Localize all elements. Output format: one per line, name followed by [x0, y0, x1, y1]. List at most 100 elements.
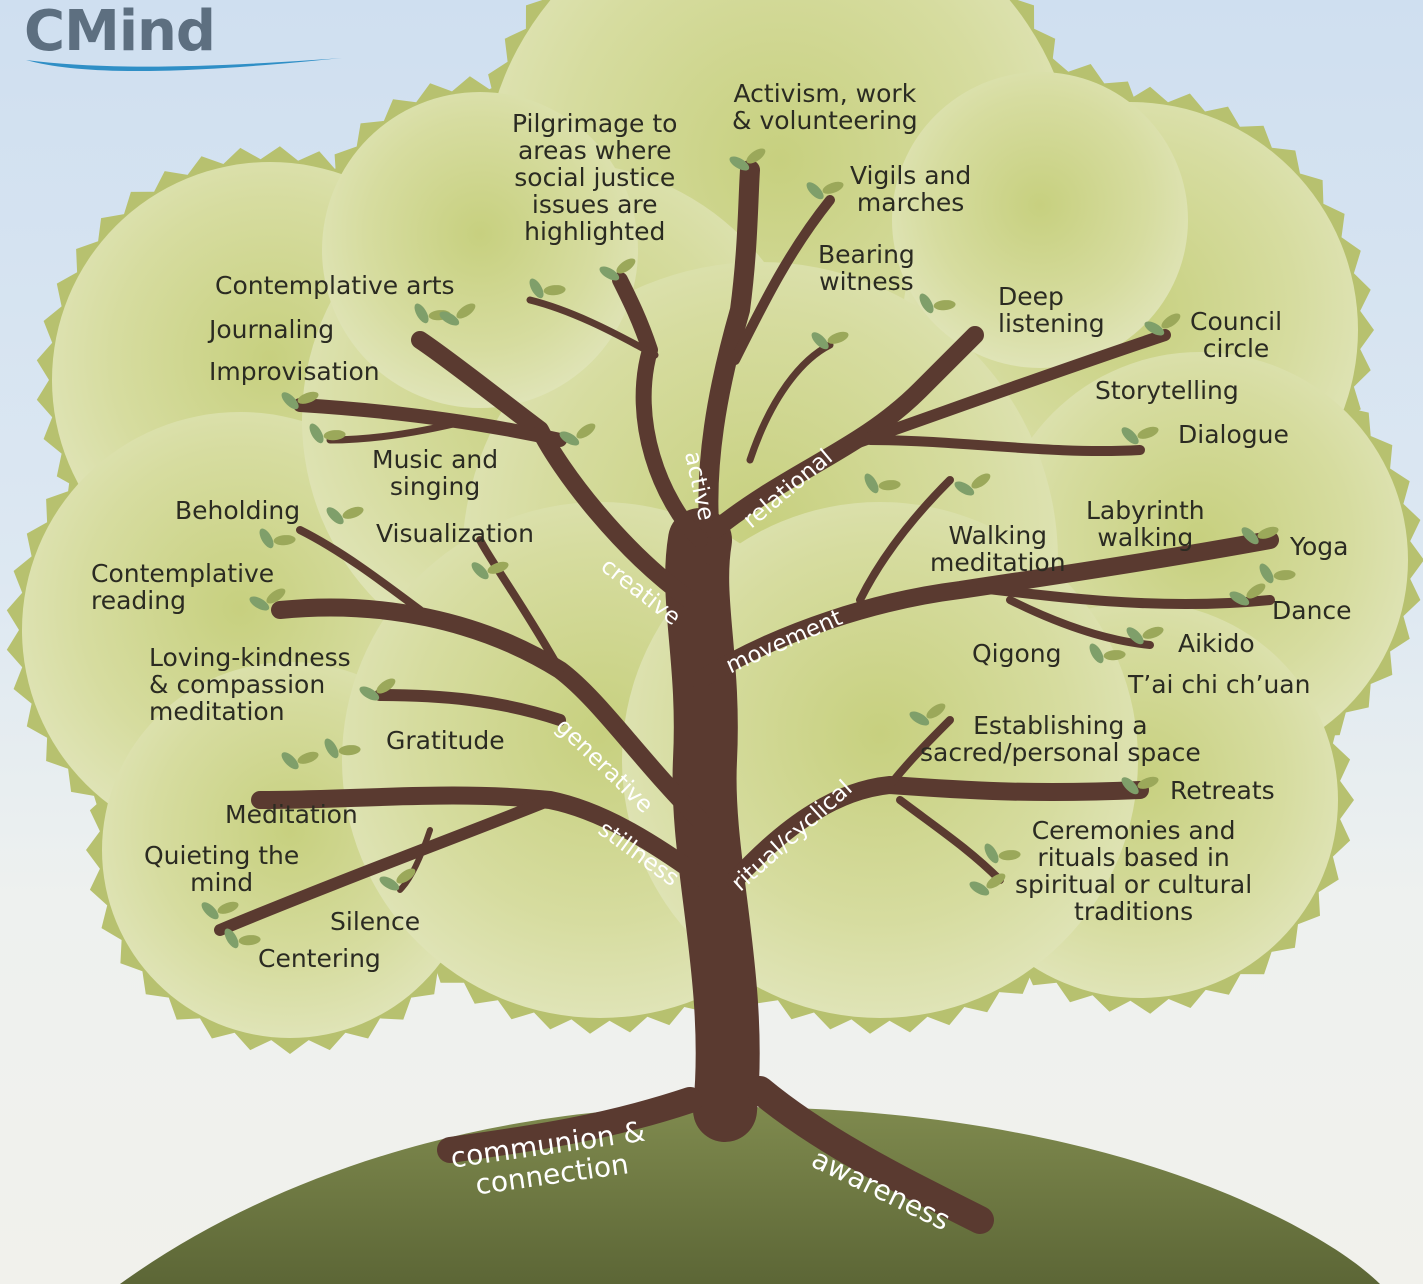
leaf [266, 588, 286, 604]
leaf [224, 928, 239, 949]
leaf [529, 278, 544, 299]
label-activism: Activism, work & volunteering [732, 79, 918, 135]
label-bearing-witness: Bearing witness [818, 240, 915, 296]
logo-swoosh-icon [26, 58, 342, 72]
label-loving-kindness: Loving-kindness & compassion meditation [149, 643, 351, 726]
leaf [919, 293, 934, 314]
label-quieting: Quieting the mind [144, 841, 300, 897]
leaf [259, 528, 274, 549]
leaf [201, 902, 219, 920]
label-taichi: T’ai chi ch’uan [1128, 670, 1311, 699]
leaf [324, 738, 339, 759]
leaf [729, 156, 750, 171]
leaf [1273, 570, 1296, 581]
label-dance: Dance [1272, 596, 1352, 625]
leaf [1103, 650, 1126, 661]
leaf [217, 901, 239, 914]
label-dialogue: Dialogue [1178, 420, 1289, 449]
leaf [439, 311, 460, 326]
leaf [576, 423, 596, 439]
label-silence: Silence [330, 907, 421, 936]
leaf [456, 303, 476, 319]
leaf [342, 506, 364, 519]
leaf [926, 703, 946, 719]
cmind-logo: CMind [24, 2, 344, 76]
leaf [1161, 313, 1181, 329]
leaf [309, 423, 324, 444]
leaf [599, 266, 620, 281]
leaf [376, 678, 396, 694]
leaf [1142, 626, 1164, 639]
leaf [827, 331, 849, 344]
leaf [811, 332, 829, 350]
canopy-fill-lobe [892, 72, 1188, 368]
leaf [297, 391, 319, 404]
label-contemplative-reading: Contemplative reading [91, 559, 275, 615]
leaf [971, 473, 991, 489]
logo-text: CMind [24, 0, 216, 64]
leaf [238, 935, 261, 946]
leaf [806, 182, 824, 200]
leaf [379, 876, 400, 891]
leaf [1241, 527, 1259, 545]
tree-trunk-and-branches [214, 160, 1279, 1234]
leaf [864, 473, 879, 494]
label-storytelling: Storytelling [1095, 376, 1239, 405]
leaf [281, 752, 299, 770]
label-meditation: Meditation [225, 800, 358, 829]
leaf [984, 843, 999, 864]
label-deep-listening: Deep listening [998, 282, 1105, 338]
leaf [471, 562, 489, 580]
canopy [6, 0, 1423, 1054]
leaf [359, 686, 380, 701]
label-qigong: Qigong [972, 639, 1062, 668]
leaf [1246, 583, 1266, 599]
leaf [1121, 777, 1139, 795]
leaf [1137, 776, 1159, 789]
label-vigils: Vigils and marches [850, 161, 972, 217]
leaf [1257, 526, 1279, 539]
label-ceremonies: Ceremonies and rituals based in spiritua… [1015, 816, 1253, 926]
label-sacred-space: Establishing a sacred/personal space [920, 711, 1201, 767]
leaf [1259, 563, 1274, 584]
label-walking-meditation: Walking meditation [930, 521, 1066, 577]
leaf [1121, 427, 1139, 445]
leaf [323, 430, 346, 441]
leaf [543, 285, 566, 296]
label-music: Music and singing [372, 445, 499, 501]
label-council-circle: Council circle [1190, 307, 1283, 363]
canopy-fill-lobe [322, 92, 638, 408]
canopy-fill-lobe [622, 502, 1138, 1018]
leaf [338, 745, 361, 756]
leaf [616, 258, 636, 274]
label-yoga: Yoga [1290, 532, 1349, 561]
leaf [1144, 321, 1165, 336]
leaf [1126, 627, 1144, 645]
label-gratitude: Gratitude [386, 726, 505, 755]
label-centering: Centering [258, 944, 381, 973]
leaf [969, 881, 990, 896]
label-pilgrimage: Pilgrimage to areas where social justice… [512, 109, 678, 246]
leaf [1229, 591, 1250, 606]
leaf [878, 480, 901, 491]
hill [120, 1106, 1380, 1284]
label-improvisation: Improvisation [209, 357, 380, 386]
label-beholding: Beholding [175, 496, 301, 525]
label-aikido: Aikido [1178, 629, 1255, 658]
leaf [986, 873, 1006, 889]
leaf [909, 711, 930, 726]
leaf [249, 596, 270, 611]
leaf [273, 535, 296, 546]
leaf [414, 303, 429, 324]
leaf [396, 868, 416, 884]
label-retreats: Retreats [1170, 776, 1275, 805]
leaf [326, 507, 344, 525]
label-visualization: Visualization [376, 519, 534, 548]
label-journaling: Journaling [209, 315, 335, 344]
leaf [281, 392, 299, 410]
leaf [933, 300, 956, 311]
leaf [1089, 643, 1104, 664]
leaf [487, 561, 509, 574]
leaf [822, 181, 844, 194]
